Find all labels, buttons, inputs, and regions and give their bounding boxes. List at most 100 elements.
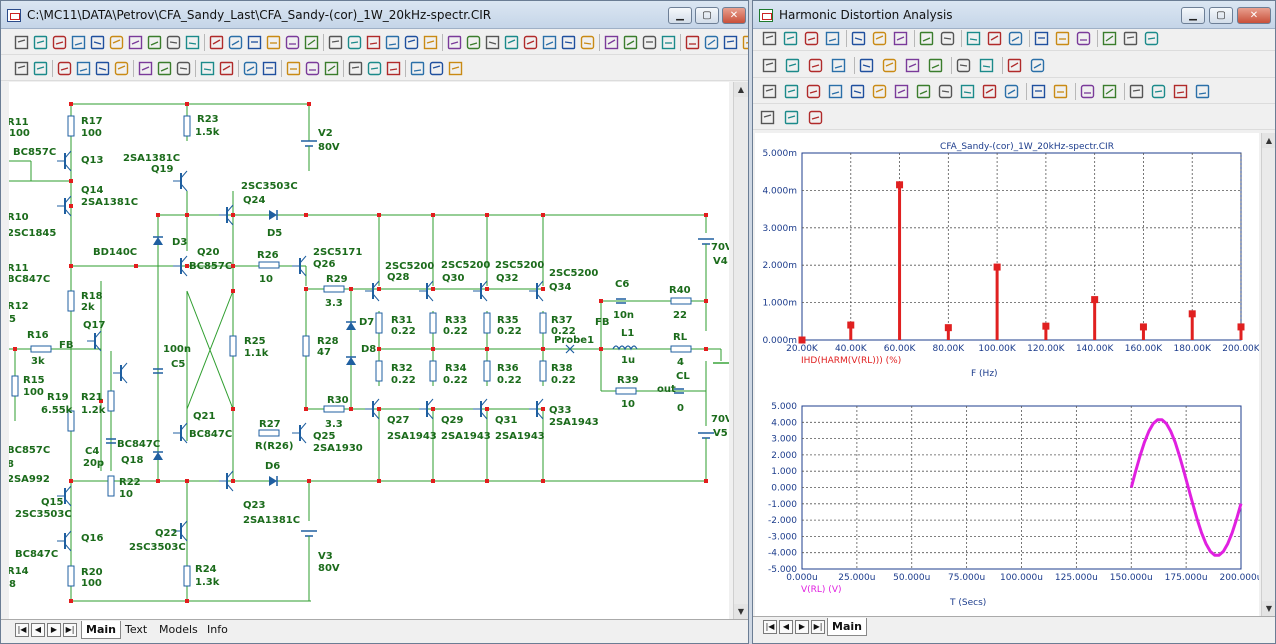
tab-models[interactable]: Models [159, 623, 198, 636]
analysis-close-button[interactable]: ✕ [1237, 7, 1271, 24]
analysis-scroll-up-arrow[interactable]: ▲ [1262, 133, 1275, 148]
toolbar-tool-icon[interactable] [447, 60, 464, 77]
scroll-up-arrow[interactable]: ▲ [734, 82, 748, 97]
toolbar-tool-icon[interactable] [285, 60, 302, 77]
toolbar-tool-icon[interactable] [1075, 30, 1092, 47]
prev-page-button[interactable]: ◀ [31, 623, 45, 637]
toolbar-tool-icon[interactable] [641, 34, 658, 51]
toolbar-tool-icon[interactable] [409, 60, 426, 77]
toolbar-tool-icon[interactable] [484, 34, 501, 51]
toolbar-tool-icon[interactable] [89, 34, 106, 51]
toolbar-tool-icon[interactable] [881, 57, 898, 74]
toolbar-tool-icon[interactable] [782, 30, 799, 47]
toolbar-tool-icon[interactable] [803, 30, 820, 47]
toolbar-tool-icon[interactable] [75, 60, 92, 77]
toolbar-tool-icon[interactable] [807, 57, 824, 74]
toolbar-tool-icon[interactable] [365, 34, 382, 51]
toolbar-tool-icon[interactable] [1003, 83, 1020, 100]
toolbar-tool-icon[interactable] [32, 34, 49, 51]
toolbar-tool-icon[interactable] [955, 57, 972, 74]
toolbar-tool-icon[interactable] [927, 57, 944, 74]
toolbar-tool-icon[interactable] [218, 60, 235, 77]
schematic-titlebar[interactable]: C:\MC11\DATA\Petrov\CFA_Sandy_Last\CFA_S… [1, 1, 748, 29]
toolbar-tool-icon[interactable] [246, 34, 263, 51]
analysis-prev-page-button[interactable]: ◀ [779, 620, 793, 634]
tab-text[interactable]: Text [125, 623, 148, 636]
toolbar-tool-icon[interactable] [227, 34, 244, 51]
toolbar-tool-icon[interactable] [146, 34, 163, 51]
toolbar-tool-icon[interactable] [137, 60, 154, 77]
toolbar-tool-icon[interactable] [1122, 30, 1139, 47]
toolbar-tool-icon[interactable] [761, 83, 778, 100]
last-page-button[interactable]: ▶| [63, 623, 77, 637]
toolbar-tool-icon[interactable] [741, 34, 748, 51]
toolbar-tool-icon[interactable] [323, 60, 340, 77]
toolbar-tool-icon[interactable] [70, 34, 87, 51]
toolbar-tool-icon[interactable] [385, 60, 402, 77]
toolbar-tool-icon[interactable] [32, 60, 49, 77]
toolbar-tool-icon[interactable] [1079, 83, 1096, 100]
toolbar-tool-icon[interactable] [51, 34, 68, 51]
toolbar-tool-icon[interactable] [560, 34, 577, 51]
toolbar-tool-icon[interactable] [522, 34, 539, 51]
analysis-plots[interactable]: CFA_Sandy-(cor)_1W_20kHz-spectr.CIR IHD(… [755, 133, 1259, 616]
analysis-vertical-scrollbar[interactable]: ▲ ▼ [1261, 133, 1275, 616]
toolbar-tool-icon[interactable] [208, 34, 225, 51]
toolbar-tool-icon[interactable] [1029, 57, 1046, 74]
minimize-button[interactable]: ▁ [668, 7, 692, 24]
next-page-button[interactable]: ▶ [47, 623, 61, 637]
toolbar-tool-icon[interactable] [94, 60, 111, 77]
analysis-next-page-button[interactable]: ▶ [795, 620, 809, 634]
tab-info[interactable]: Info [207, 623, 228, 636]
toolbar-tool-icon[interactable] [703, 34, 720, 51]
toolbar-tool-icon[interactable] [165, 34, 182, 51]
analysis-minimize-button[interactable]: ▁ [1181, 7, 1205, 24]
toolbar-tool-icon[interactable] [403, 34, 420, 51]
toolbar-tool-icon[interactable] [830, 57, 847, 74]
toolbar-tool-icon[interactable] [807, 109, 824, 126]
toolbar-tool-icon[interactable] [1101, 30, 1118, 47]
toolbar-tool-icon[interactable] [1128, 83, 1145, 100]
toolbar-tool-icon[interactable] [1194, 83, 1211, 100]
toolbar-tool-icon[interactable] [784, 57, 801, 74]
toolbar-tool-icon[interactable] [13, 34, 30, 51]
toolbar-tool-icon[interactable] [684, 34, 701, 51]
toolbar-tool-icon[interactable] [722, 34, 739, 51]
toolbar-tool-icon[interactable] [304, 60, 321, 77]
toolbar-tool-icon[interactable] [904, 57, 921, 74]
toolbar-tool-icon[interactable] [303, 34, 320, 51]
toolbar-tool-icon[interactable] [805, 83, 822, 100]
toolbar-tool-icon[interactable] [1172, 83, 1189, 100]
maximize-button[interactable]: ▢ [695, 7, 719, 24]
first-page-button[interactable]: |◀ [15, 623, 29, 637]
toolbar-tool-icon[interactable] [346, 34, 363, 51]
toolbar-tool-icon[interactable] [422, 34, 439, 51]
schematic-vertical-scrollbar[interactable]: ▲ ▼ [733, 82, 748, 619]
toolbar-tool-icon[interactable] [175, 60, 192, 77]
toolbar-tool-icon[interactable] [579, 34, 596, 51]
toolbar-tool-icon[interactable] [1052, 83, 1069, 100]
toolbar-tool-icon[interactable] [1007, 30, 1024, 47]
toolbar-tool-icon[interactable] [541, 34, 558, 51]
toolbar-tool-icon[interactable] [871, 30, 888, 47]
analysis-plot-area[interactable]: CFA_Sandy-(cor)_1W_20kHz-spectr.CIR IHD(… [755, 133, 1259, 616]
toolbar-tool-icon[interactable] [265, 34, 282, 51]
toolbar-tool-icon[interactable] [858, 57, 875, 74]
toolbar-tool-icon[interactable] [849, 83, 866, 100]
toolbar-tool-icon[interactable] [978, 57, 995, 74]
toolbar-tool-icon[interactable] [242, 60, 259, 77]
close-button[interactable]: ✕ [722, 7, 746, 24]
toolbar-tool-icon[interactable] [824, 30, 841, 47]
toolbar-tool-icon[interactable] [660, 34, 677, 51]
toolbar-tool-icon[interactable] [893, 83, 910, 100]
toolbar-tool-icon[interactable] [113, 60, 130, 77]
toolbar-tool-icon[interactable] [761, 30, 778, 47]
toolbar-tool-icon[interactable] [937, 83, 954, 100]
toolbar-tool-icon[interactable] [918, 30, 935, 47]
tab-main[interactable]: Main [81, 621, 121, 639]
toolbar-tool-icon[interactable] [127, 34, 144, 51]
analysis-last-page-button[interactable]: ▶| [811, 620, 825, 634]
toolbar-tool-icon[interactable] [428, 60, 445, 77]
toolbar-tool-icon[interactable] [13, 60, 30, 77]
toolbar-tool-icon[interactable] [465, 34, 482, 51]
